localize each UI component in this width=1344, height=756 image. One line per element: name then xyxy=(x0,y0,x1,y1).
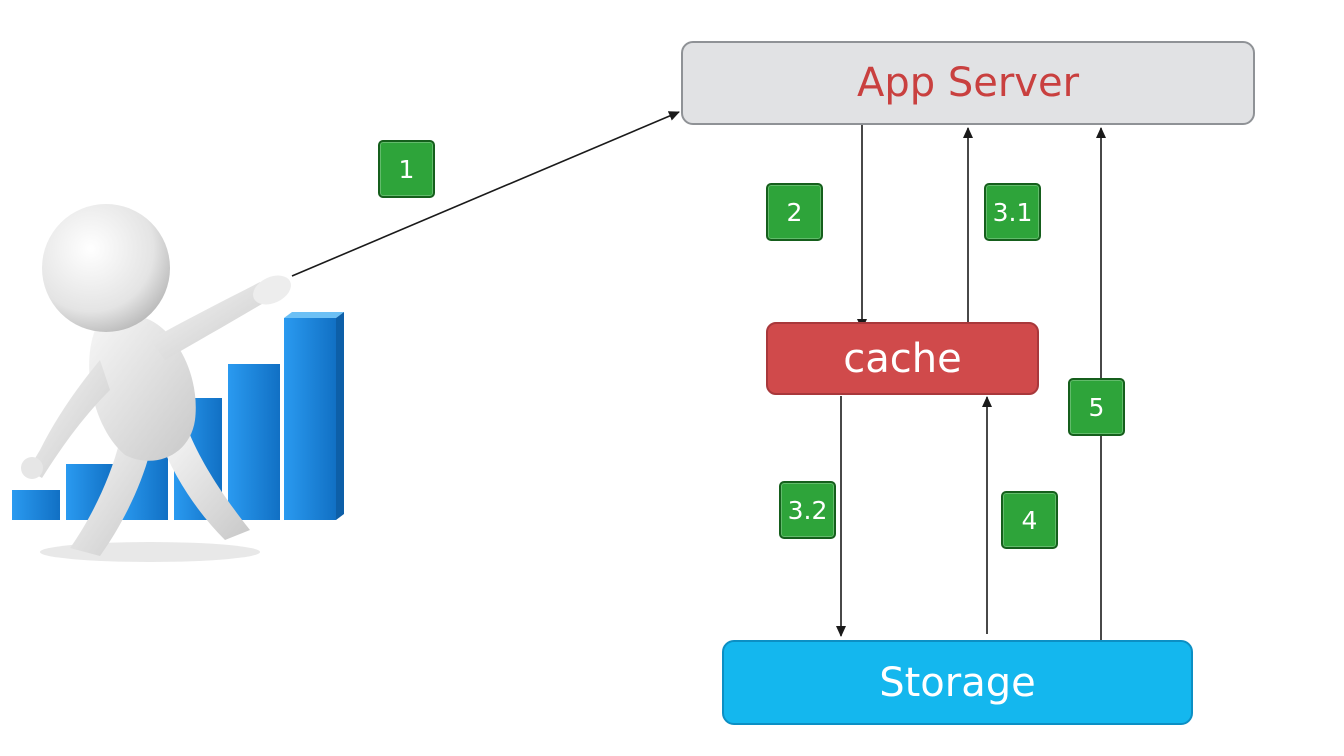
cache-label: cache xyxy=(843,335,962,382)
storage-label: Storage xyxy=(879,659,1036,706)
step-badge-5: 5 xyxy=(1068,378,1125,436)
step-badge-1-label: 1 xyxy=(398,154,415,184)
step-badge-3-1-label: 3.1 xyxy=(992,197,1033,227)
person-figure xyxy=(21,204,291,562)
step-badge-3-2: 3.2 xyxy=(779,481,836,539)
step-badge-1: 1 xyxy=(378,140,435,198)
step-badge-2: 2 xyxy=(766,183,823,241)
step-badge-3-2-label: 3.2 xyxy=(787,495,828,525)
arrow-1-user-to-app-server xyxy=(291,111,680,277)
storage-node: Storage xyxy=(722,640,1193,725)
app-server-label: App Server xyxy=(856,60,1080,106)
person-pointing-chart-icon xyxy=(12,204,344,562)
step-badge-2-label: 2 xyxy=(786,197,803,227)
app-server-node: App Server xyxy=(681,41,1255,125)
step-badge-4-label: 4 xyxy=(1021,505,1038,535)
step-badge-3-1: 3.1 xyxy=(984,183,1041,241)
cache-node: cache xyxy=(766,322,1039,395)
step-badge-5-label: 5 xyxy=(1088,392,1105,422)
step-badge-4: 4 xyxy=(1001,491,1058,549)
